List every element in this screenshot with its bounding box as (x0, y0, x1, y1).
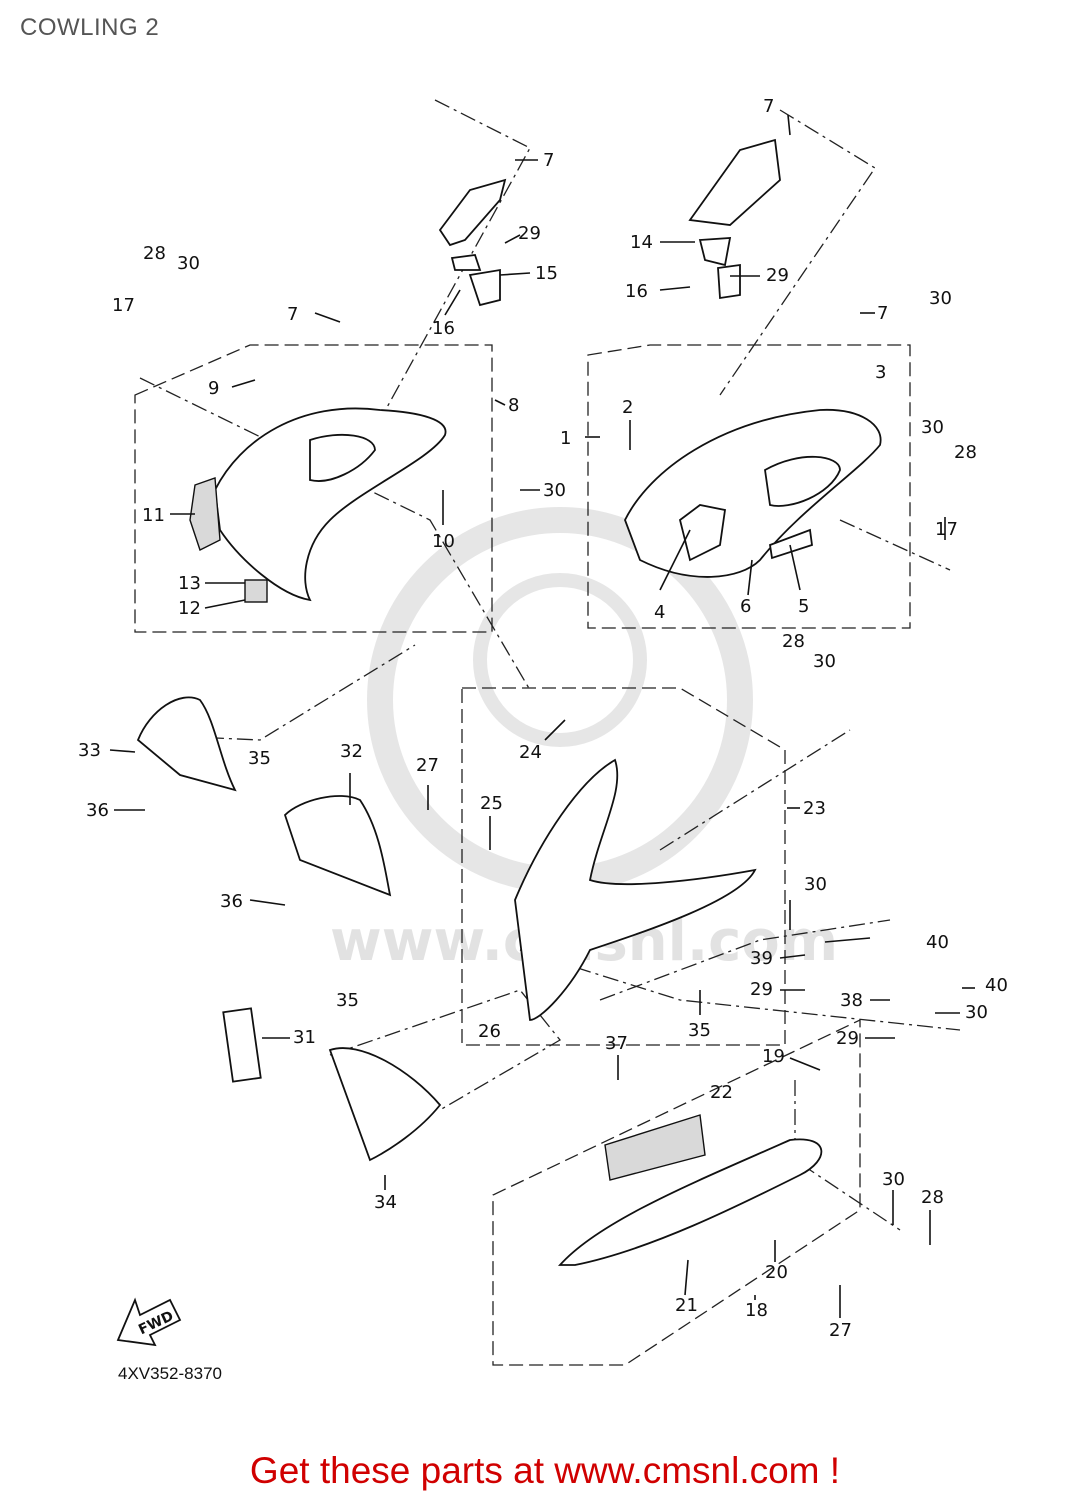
bracket-right-part (688, 138, 781, 300)
callout-32: 32 (340, 741, 363, 762)
callout-5: 5 (798, 596, 810, 617)
callout-8: 8 (508, 395, 520, 416)
group-box-1 (587, 344, 911, 629)
plate-22-part (604, 1114, 706, 1181)
callout-30: 30 (543, 480, 566, 501)
callout-22: 22 (710, 1082, 733, 1103)
callout-38: 38 (840, 990, 863, 1011)
leader-lines (109, 114, 975, 1318)
callout-26: 26 (478, 1021, 501, 1042)
callout-28: 28 (954, 442, 977, 463)
callout-19: 19 (762, 1046, 785, 1067)
callout-40: 40 (985, 975, 1008, 996)
callout-1: 1 (560, 428, 572, 449)
callout-28: 28 (143, 243, 166, 264)
callout-27: 27 (416, 755, 439, 776)
callout-15: 15 (535, 263, 558, 284)
callout-30: 30 (882, 1169, 905, 1190)
side-cowl-23-part (514, 758, 757, 1021)
fwd-arrow-icon: FWD (116, 1297, 182, 1347)
callout-28: 28 (921, 1187, 944, 1208)
callout-16: 16 (625, 281, 648, 302)
callout-29: 29 (518, 223, 541, 244)
callout-20: 20 (765, 1262, 788, 1283)
panel-34-part (328, 1047, 442, 1162)
callout-9: 9 (208, 378, 220, 399)
callout-29: 29 (750, 979, 773, 1000)
diagram-part-code: 4XV352-8370 (118, 1364, 222, 1383)
callout-3: 3 (875, 362, 887, 383)
callout-34: 34 (374, 1192, 397, 1213)
reflector-31-part (222, 1007, 262, 1083)
callout-30: 30 (804, 874, 827, 895)
callout-31: 31 (293, 1027, 316, 1048)
callout-30: 30 (177, 253, 200, 274)
callout-36: 36 (86, 800, 109, 821)
callout-24: 24 (519, 742, 542, 763)
callout-27: 27 (829, 1320, 852, 1341)
callout-21: 21 (675, 1295, 698, 1316)
callout-14: 14 (630, 232, 653, 253)
cowl-right-part (624, 409, 882, 578)
callout-6: 6 (740, 596, 752, 617)
group-box-8 (134, 344, 493, 633)
callout-30: 30 (921, 417, 944, 438)
callout-39: 39 (750, 948, 773, 969)
callout-7: 7 (877, 303, 889, 324)
callout-10: 10 (432, 531, 455, 552)
callout-2: 2 (622, 397, 634, 418)
callout-40: 40 (926, 932, 949, 953)
callout-7: 7 (763, 96, 775, 117)
callout-29: 29 (836, 1028, 859, 1049)
callout-35: 35 (336, 990, 359, 1011)
callout-7: 7 (543, 150, 555, 171)
callout-29: 29 (766, 265, 789, 286)
callout-12: 12 (178, 598, 201, 619)
callout-35: 35 (688, 1020, 711, 1041)
bracket-left-part (438, 178, 507, 307)
callout-33: 33 (78, 740, 101, 761)
callout-30: 30 (965, 1002, 988, 1023)
callout-11: 11 (142, 505, 165, 526)
callout-37: 37 (605, 1033, 628, 1054)
callout-23: 23 (803, 798, 826, 819)
callout-16: 16 (432, 318, 455, 339)
callout-35: 35 (248, 748, 271, 769)
callout-30: 30 (929, 288, 952, 309)
callout-17: 17 (935, 519, 958, 540)
promo-link-text[interactable]: Get these parts at www.cmsnl.com ! (249, 1450, 841, 1491)
callout-13: 13 (178, 573, 201, 594)
panel-32-part (283, 795, 392, 897)
under-cowl-18-part (557, 1138, 823, 1266)
callout-17: 17 (112, 295, 135, 316)
callout-28: 28 (782, 631, 805, 652)
callout-36: 36 (220, 891, 243, 912)
callout-4: 4 (654, 602, 666, 623)
callout-25: 25 (480, 793, 503, 814)
duct-33-part (136, 696, 237, 792)
cowl-inner-left-part (189, 407, 447, 603)
callout-18: 18 (745, 1300, 768, 1321)
callout-7: 7 (287, 304, 299, 325)
group-box-23 (461, 687, 786, 1046)
page-title: COWLING 2 (20, 14, 160, 41)
callout-30: 30 (813, 651, 836, 672)
